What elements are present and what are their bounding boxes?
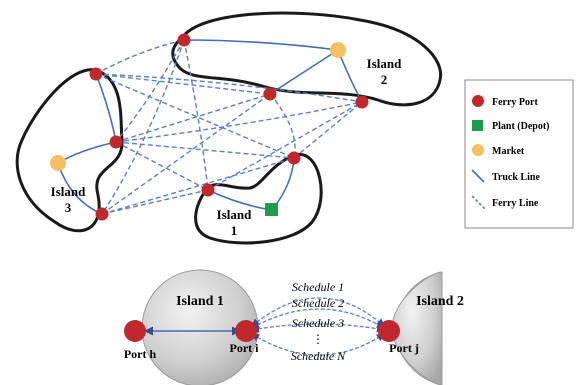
island-1-label: Island xyxy=(217,207,252,222)
ferry-line xyxy=(115,141,295,159)
ferry-line xyxy=(207,101,363,191)
plant-icon xyxy=(472,120,483,131)
schedule-3-label: Schedule 3 xyxy=(292,316,344,330)
ferry-lines xyxy=(95,39,363,215)
port-j-icon xyxy=(378,320,400,342)
ferry-port-icon xyxy=(472,95,484,107)
legend: Ferry Port Plant (Depot) Market Truck Li… xyxy=(464,79,574,229)
ferry-port-icon xyxy=(263,87,277,101)
island-3-label: Island xyxy=(51,184,86,199)
ferry-line xyxy=(269,93,296,159)
legend-ferry-port: Ferry Port xyxy=(492,97,538,108)
ferry-port-icon xyxy=(95,207,109,221)
truck-line xyxy=(57,141,117,164)
ferry-line xyxy=(101,157,295,215)
port-j-label: Port j xyxy=(389,341,419,355)
legend-plant: Plant (Depot) xyxy=(492,121,550,132)
schedule-2-label: Schedule 2 xyxy=(292,296,344,310)
market-icon xyxy=(472,144,484,156)
ferry-ports xyxy=(89,33,369,221)
detail-island-1-label: Island 1 xyxy=(176,294,224,309)
island-3-number: 3 xyxy=(65,200,72,215)
ferry-port-icon xyxy=(287,151,301,165)
plant-icon xyxy=(265,203,278,216)
ferry-line xyxy=(95,39,185,75)
schedule-arc xyxy=(251,333,385,356)
ferry-line xyxy=(115,39,185,143)
port-h-label: Port h xyxy=(124,347,157,361)
truck-line-icon xyxy=(471,169,485,183)
port-i-icon xyxy=(235,320,257,342)
ferry-port-icon xyxy=(89,67,103,81)
ferry-port-icon xyxy=(109,135,123,149)
island-1-number: 1 xyxy=(231,223,238,238)
market-icon xyxy=(50,155,66,171)
truck-line xyxy=(183,39,339,51)
schedule-arc xyxy=(251,323,385,333)
ferry-line xyxy=(293,101,363,159)
ferry-line xyxy=(101,189,209,215)
ferry-line xyxy=(95,73,271,95)
schedule-ellipsis: ⋮ xyxy=(312,332,324,346)
legend-box xyxy=(464,79,574,229)
truck-line xyxy=(269,49,339,95)
island-2-number: 2 xyxy=(381,72,388,87)
ferry-line-icon xyxy=(471,195,487,211)
market-icon xyxy=(330,42,346,58)
legend-market: Market xyxy=(492,146,525,157)
ferry-line xyxy=(101,93,271,215)
island-2-outline xyxy=(171,11,443,107)
markets xyxy=(50,42,346,171)
schedule-arc xyxy=(251,308,385,329)
ferry-line xyxy=(95,73,295,159)
port-i-label: Port i xyxy=(230,341,260,355)
ferry-line xyxy=(115,141,209,191)
island-2-label: Island xyxy=(367,56,402,71)
ferry-port-icon xyxy=(355,95,369,109)
legend-ferry-line: Ferry Line xyxy=(492,198,539,209)
ferry-line xyxy=(101,39,185,215)
ferry-port-icon xyxy=(201,183,215,197)
detail-island-2-label: Island 2 xyxy=(416,294,464,309)
schedule-arc xyxy=(251,297,385,327)
ferry-line xyxy=(95,73,363,103)
port-detail: Island 1 Island 2 Schedule 1 Schedule 2 … xyxy=(124,269,464,385)
legend-truck-line: Truck Line xyxy=(492,172,540,183)
ferry-line xyxy=(115,101,363,143)
ferry-line xyxy=(115,93,271,143)
island-1-outline xyxy=(194,152,323,245)
port-h-icon xyxy=(124,320,146,342)
ferry-line xyxy=(183,39,209,191)
schedule-1-label: Schedule 1 xyxy=(292,280,344,294)
schedule-arcs xyxy=(251,297,385,356)
schedule-n-label: Schedule N xyxy=(291,349,346,363)
ferry-port-icon xyxy=(177,33,191,47)
